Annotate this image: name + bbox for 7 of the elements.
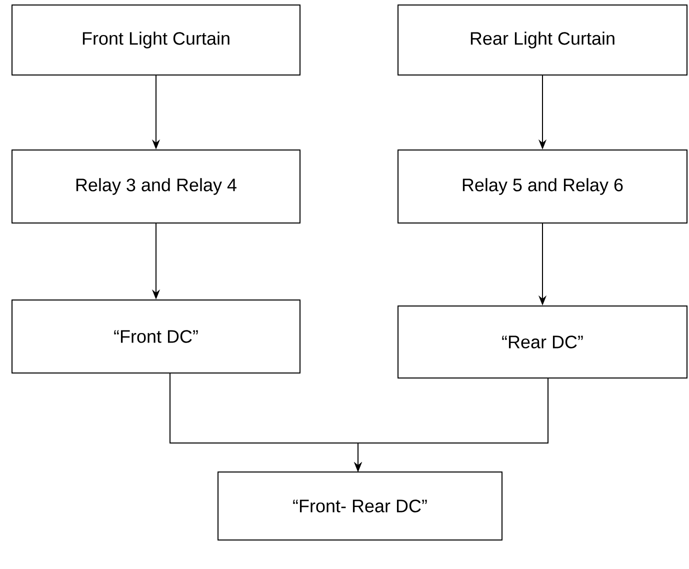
process-box: Front Light Curtain (12, 4, 300, 76)
process-box: Relay 3 and Relay 4 (12, 150, 300, 224)
process-box: “Front- Rear DC” (218, 472, 502, 540)
process-box: “Rear DC” (398, 306, 688, 378)
process-box: Rear Light Curtain (398, 4, 688, 76)
process-box: Relay 5 and Relay 6 (398, 150, 688, 224)
process-box: “Front DC” (12, 300, 300, 374)
